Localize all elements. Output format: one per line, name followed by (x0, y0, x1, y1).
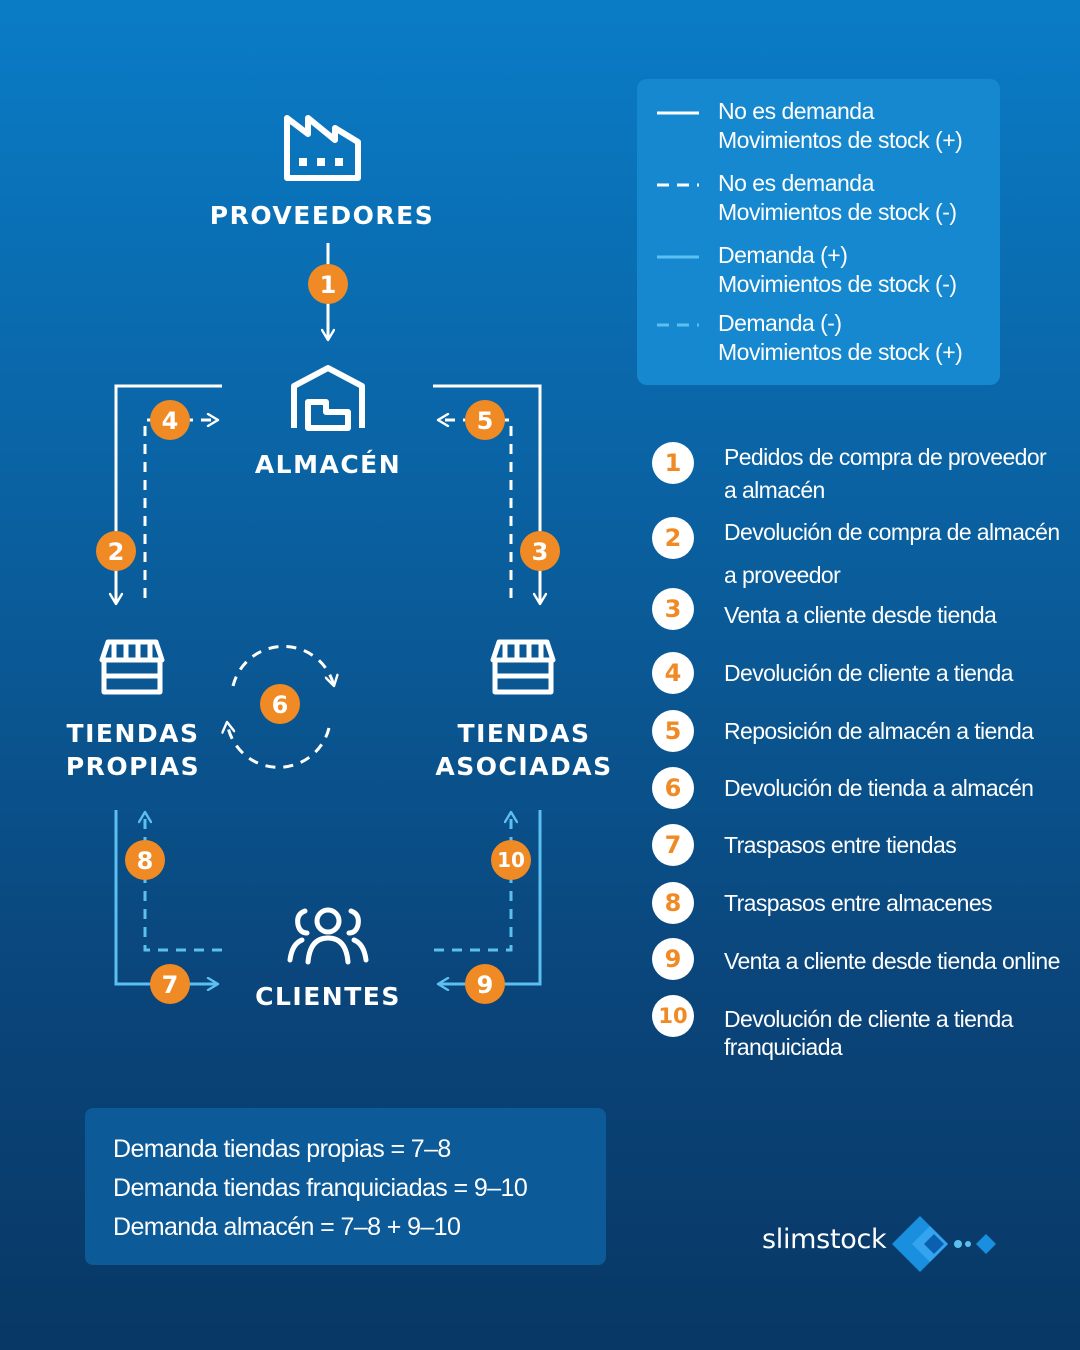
badge-8: 8 (125, 840, 165, 880)
step-label: Pedidos de compra de proveedor (724, 444, 1047, 470)
step-label: Traspasos entre tiendas (724, 832, 957, 858)
badge-6: 6 (260, 684, 300, 724)
badge-7: 7 (150, 964, 190, 1004)
step-item: 9 Venta a cliente desde tienda online (652, 938, 1060, 980)
step-label: a proveedor (724, 562, 841, 588)
step-number: 5 (652, 710, 694, 752)
legend-item-white-dashed: No es demanda Movimientos de stock (-) (657, 169, 957, 227)
legend-label: No es demanda (718, 98, 874, 124)
node-tiendas-asociadas-1: TIENDAS (458, 719, 591, 748)
step-item: 8 Traspasos entre almacenes (652, 882, 993, 924)
step-number: 2 (652, 517, 694, 559)
legend-solid-blue-line (657, 255, 699, 259)
formula-line: Demanda tiendas franquiciadas = 9–10 (113, 1174, 528, 1202)
step-number: 9 (652, 938, 694, 980)
step-label: a almacén (724, 477, 825, 503)
legend-label: Demanda (+) (718, 242, 848, 268)
step-number: 3 (652, 588, 694, 630)
arrow-10 (434, 812, 511, 952)
arrow-5 (438, 420, 513, 598)
svg-text:5: 5 (477, 407, 494, 435)
step-item: 2 Devolución de compra de almacén a prov… (652, 517, 1060, 590)
step-item: 7 Traspasos entre tiendas (652, 824, 957, 866)
svg-text:1: 1 (320, 271, 337, 299)
legend: No es demanda Movimientos de stock (+) N… (637, 79, 1000, 385)
warehouse-icon (291, 365, 365, 431)
step-label: Devolución de cliente a tienda (724, 1006, 1013, 1032)
node-proveedores: PROVEEDORES (210, 201, 435, 230)
demand-formulas: Demanda tiendas propias = 7–8 Demanda ti… (85, 1108, 606, 1265)
legend-label: Demanda (-) (718, 310, 842, 336)
node-tiendas-asociadas-2: ASOCIADAS (435, 752, 612, 781)
step-item: 6 Devolución de tienda a almacén (652, 767, 1034, 809)
brand: slimstock (762, 1210, 1002, 1282)
legend-item-blue-dashed: Demanda (-) Movimientos de stock (+) (657, 309, 963, 367)
customers-icon (287, 907, 369, 965)
svg-text:8: 8 (137, 847, 154, 875)
node-almacen: ALMACÉN (255, 450, 401, 479)
legend-sublabel: Movimientos de stock (+) (718, 127, 963, 153)
legend-item-white-solid: No es demanda Movimientos de stock (+) (657, 97, 963, 155)
svg-text:7: 7 (162, 971, 179, 999)
step-number: 6 (652, 767, 694, 809)
step-label: Devolución de tienda a almacén (724, 775, 1034, 801)
svg-text:6: 6 (272, 691, 289, 719)
step-label: Traspasos entre almacenes (724, 890, 993, 916)
formula-line: Demanda almacén = 7–8 + 9–10 (113, 1213, 461, 1241)
step-number: 10 (652, 995, 694, 1037)
badge-2: 2 (96, 531, 136, 571)
step-item: 4 Devolución de cliente a tienda (652, 652, 1013, 694)
legend-label: No es demanda (718, 170, 874, 196)
svg-text:9: 9 (477, 971, 494, 999)
legend-sublabel: Movimientos de stock (-) (718, 199, 957, 225)
flow-diagram: PROVEEDORES ALMACÉN TIENDAS PROPIAS TIEN… (66, 115, 612, 1011)
cycle-arrows-icon (227, 644, 334, 769)
legend-sublabel: Movimientos de stock (+) (718, 339, 963, 365)
brand-name: slimstock (762, 1224, 887, 1255)
legend-dashed-blue-line (657, 323, 699, 327)
legend-solid-white-line (657, 111, 699, 115)
step-number: 1 (652, 442, 694, 484)
step-item: 1 Pedidos de compra de proveedor a almac… (652, 442, 1047, 505)
node-clientes: CLIENTES (255, 982, 401, 1011)
svg-text:10: 10 (497, 848, 525, 872)
arrow-7 (114, 810, 218, 984)
legend-item-blue-solid: Demanda (+) Movimientos de stock (-) (657, 241, 957, 299)
badge-9: 9 (465, 964, 505, 1004)
badge-3: 3 (520, 531, 560, 571)
svg-text:2: 2 (108, 538, 125, 566)
step-item: 5 Reposición de almacén a tienda (652, 710, 1034, 752)
step-number: 4 (652, 652, 694, 694)
arrow-9 (438, 810, 542, 984)
step-item: 3 Venta a cliente desde tienda (652, 588, 997, 630)
step-label: Devolución de cliente a tienda (724, 660, 1013, 686)
step-number: 7 (652, 824, 694, 866)
arrow-8 (145, 812, 222, 952)
slimstock-logo-icon (892, 1216, 996, 1272)
badge-1: 1 (308, 264, 348, 304)
badge-4: 4 (150, 400, 190, 440)
step-label: Devolución de compra de almacén (724, 519, 1060, 545)
step-label: Reposición de almacén a tienda (724, 718, 1034, 744)
node-tiendas-propias-2: PROPIAS (66, 752, 200, 781)
arrow-4 (143, 420, 218, 598)
store-icon (99, 639, 165, 695)
store-icon (490, 639, 556, 695)
badge-10: 10 (491, 840, 531, 880)
factory-icon (284, 115, 361, 181)
svg-text:3: 3 (532, 538, 549, 566)
badge-5: 5 (465, 400, 505, 440)
step-label: Venta a cliente desde tienda online (724, 948, 1060, 974)
step-label: Venta a cliente desde tienda (724, 602, 997, 628)
step-label: franquiciada (724, 1034, 843, 1060)
svg-text:4: 4 (162, 407, 179, 435)
node-tiendas-propias-1: TIENDAS (67, 719, 200, 748)
step-item: 10 Devolución de cliente a tienda franqu… (652, 995, 1013, 1061)
step-number: 8 (652, 882, 694, 924)
legend-sublabel: Movimientos de stock (-) (718, 271, 957, 297)
legend-dashed-white-line (657, 183, 699, 187)
formula-line: Demanda tiendas propias = 7–8 (113, 1135, 451, 1163)
